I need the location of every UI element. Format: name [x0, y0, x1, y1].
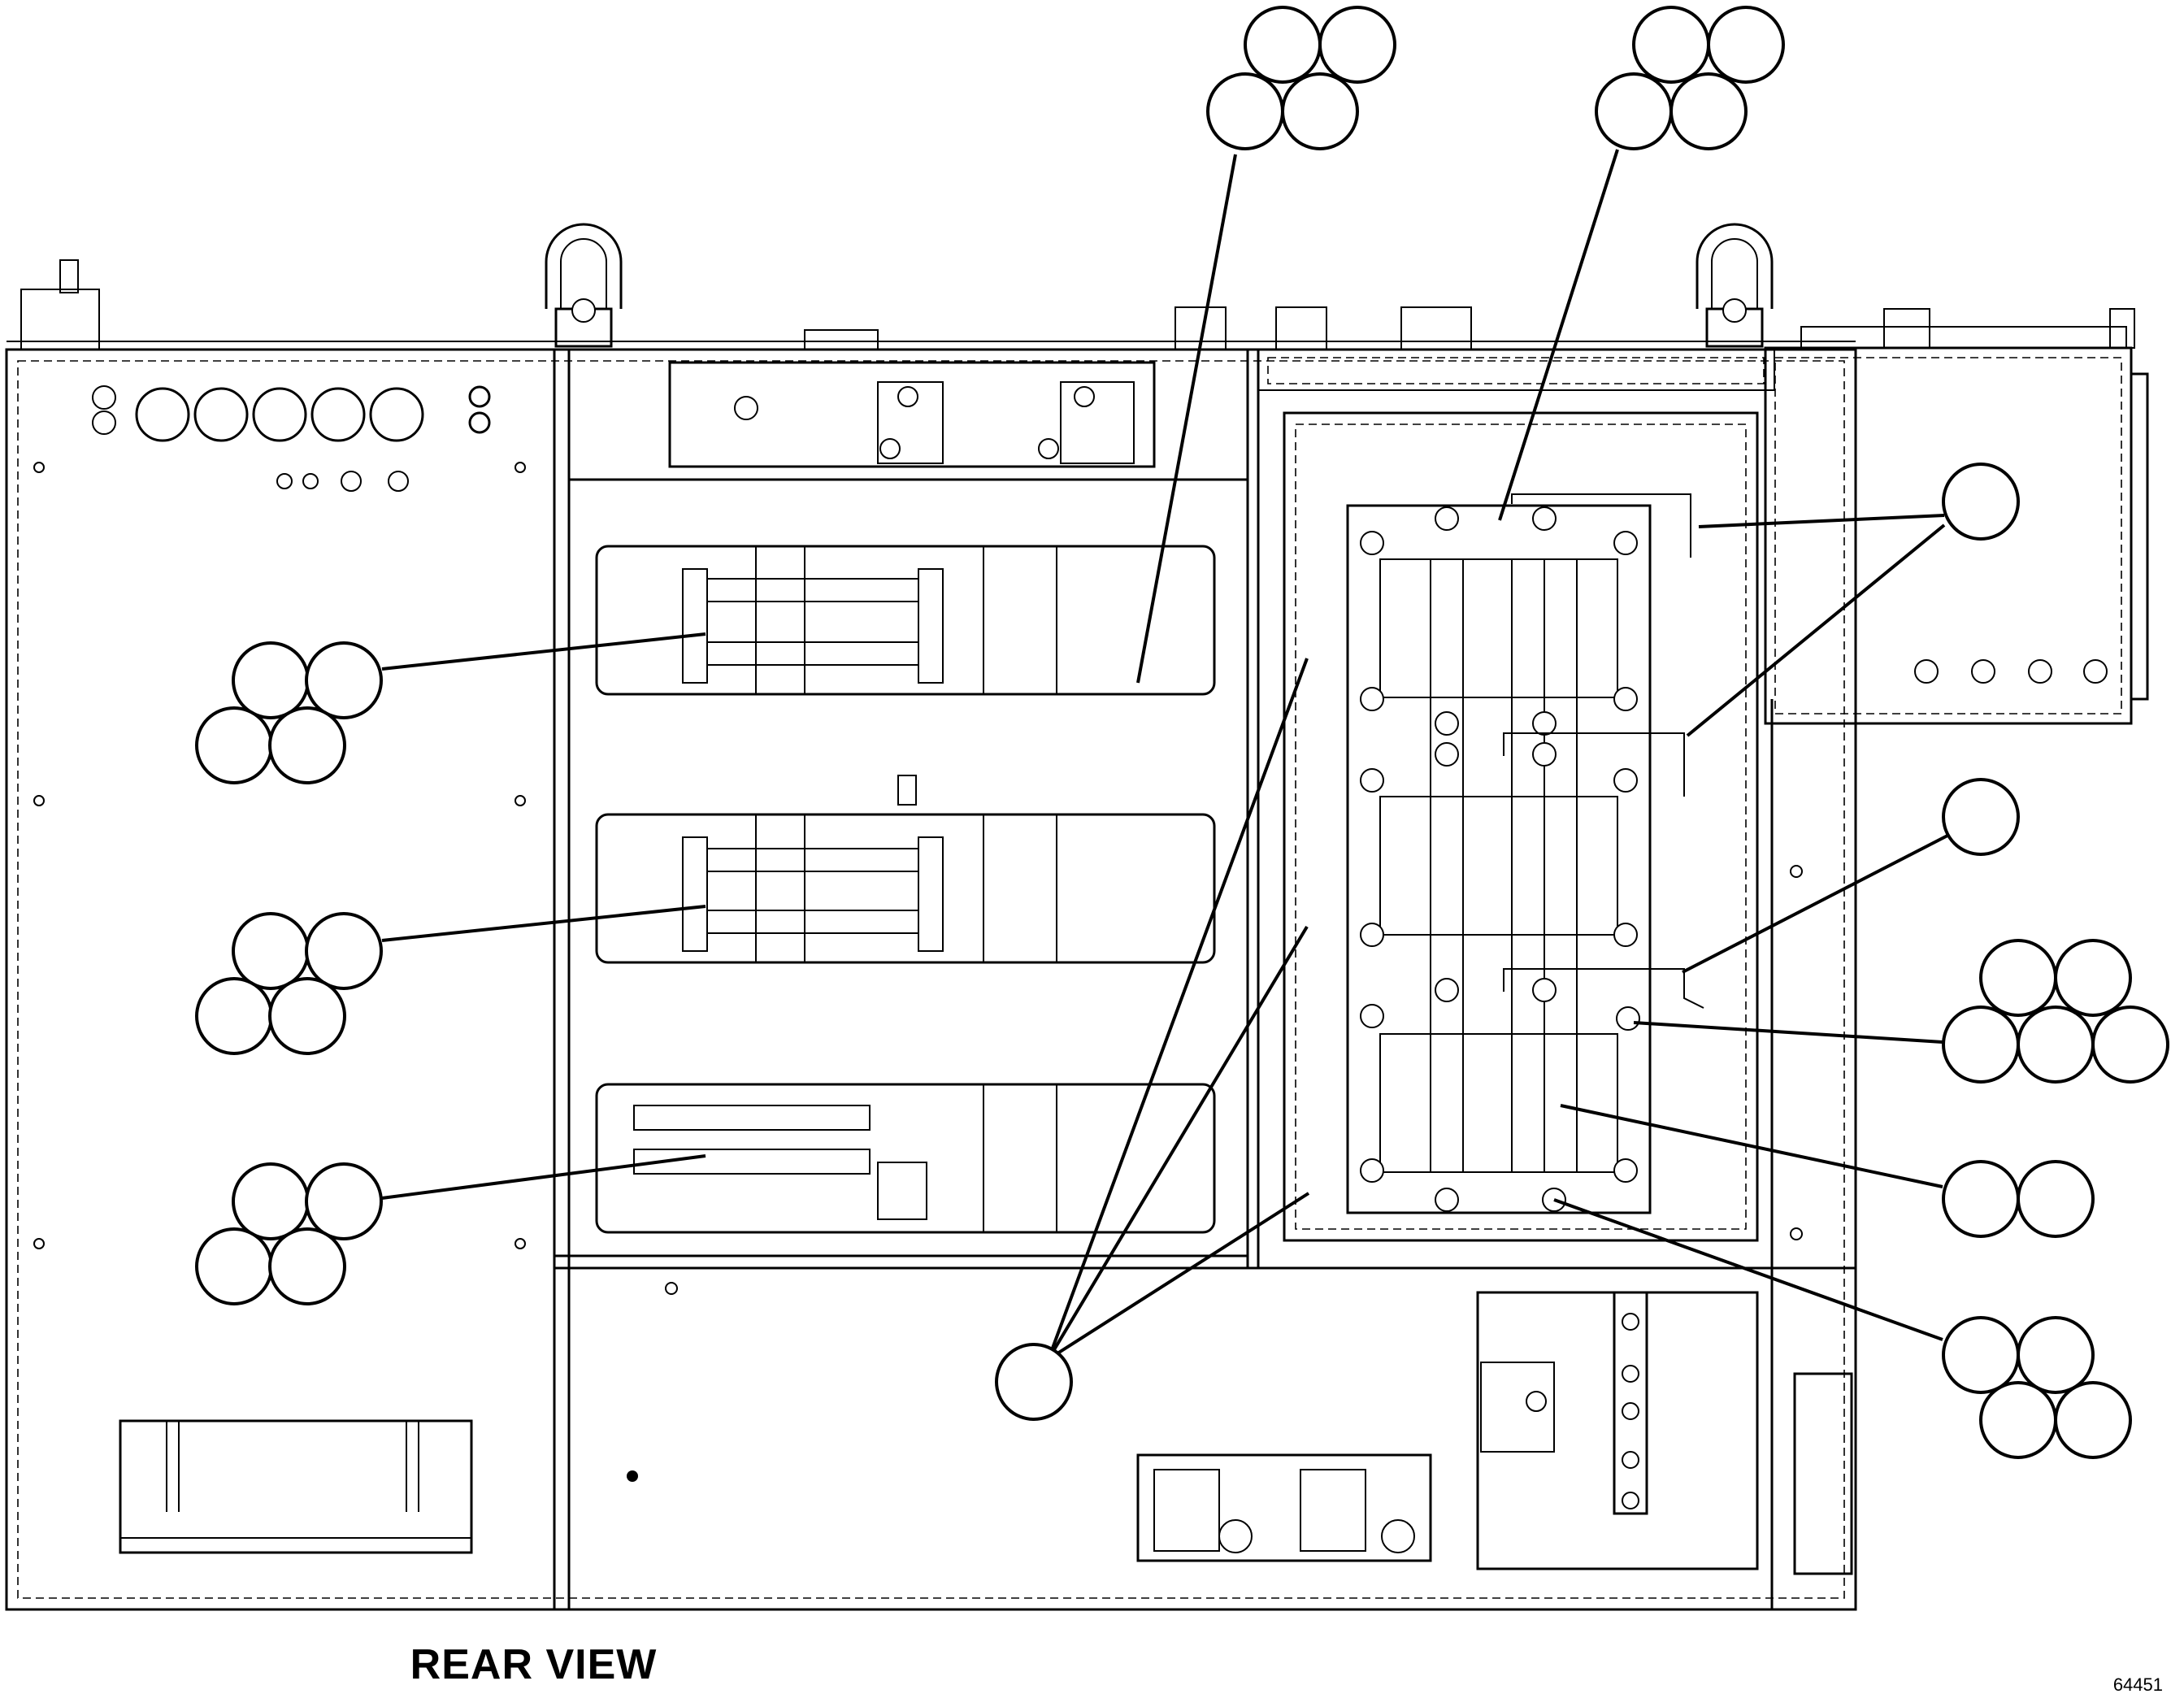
callout-bubble — [1979, 939, 2057, 1017]
callout-bubble — [195, 706, 273, 784]
callout-bubble — [268, 706, 346, 784]
callout-bubble — [1281, 72, 1359, 150]
lifting-eye-right — [1696, 223, 1774, 348]
callout-bubble — [2017, 1316, 2095, 1394]
callout-bubble — [1206, 72, 1284, 150]
callout-group-right-lower — [1942, 1160, 2095, 1238]
callout-bubble — [2054, 1381, 2132, 1459]
callout-bubble — [1707, 6, 1785, 84]
callout-bubble — [2091, 1006, 2169, 1084]
callout-group-right-mid-upper — [1942, 778, 2020, 856]
callout-group-right-middle — [1942, 939, 2169, 1084]
cabinet — [5, 341, 1857, 1611]
callout-bubble — [1669, 72, 1748, 150]
callout-group-right-upper — [1942, 463, 2020, 541]
callout-bubble — [305, 1162, 383, 1240]
callout-bubble — [232, 912, 310, 990]
callout-bubble — [995, 1343, 1073, 1421]
figure-number: 64451 — [2112, 1674, 2163, 1695]
callout-group-left-lower — [195, 1162, 383, 1305]
callout-bubble — [1942, 463, 2020, 541]
callout-bubble — [1244, 6, 1322, 84]
callout-bubble — [1318, 6, 1396, 84]
callout-bubble — [1942, 1006, 2020, 1084]
top-fittings — [20, 259, 1472, 350]
callout-bubble — [1979, 1381, 2057, 1459]
callout-group-left-upper — [195, 641, 383, 784]
callout-group-top-right — [1595, 6, 1785, 150]
callout-bubble — [2054, 939, 2132, 1017]
callout-bubble — [195, 977, 273, 1055]
busbar-area — [668, 361, 1156, 468]
center-assemblies — [595, 545, 1216, 1234]
left-panel — [33, 385, 526, 1554]
callout-bubble — [2017, 1160, 2095, 1238]
callout-group-left-middle — [195, 912, 383, 1055]
junction-box — [1764, 308, 2149, 725]
leader-lines — [381, 149, 1948, 1361]
callout-bubble — [268, 977, 346, 1055]
callout-bubble — [1942, 778, 2020, 856]
callout-bubble — [1595, 72, 1673, 150]
callout-group-top-center — [1206, 6, 1396, 150]
callout-bubble — [1632, 6, 1710, 84]
callout-bubble — [195, 1227, 273, 1305]
rectifier-stack — [1283, 411, 1759, 1242]
callout-group-right-bottom — [1942, 1316, 2132, 1459]
view-caption: REAR VIEW — [410, 1641, 658, 1688]
callout-bubble — [305, 641, 383, 719]
callout-group-center-bottom — [995, 1343, 1073, 1421]
callout-bubble — [232, 1162, 310, 1240]
bottom-section — [627, 865, 1853, 1575]
callout-bubble — [232, 641, 310, 719]
callout-bubble — [1942, 1160, 2020, 1238]
callout-bubble — [2017, 1006, 2095, 1084]
callout-bubble — [1942, 1316, 2020, 1394]
lifting-eye-left — [545, 223, 623, 348]
callout-bubble — [268, 1227, 346, 1305]
callout-bubble — [305, 912, 383, 990]
